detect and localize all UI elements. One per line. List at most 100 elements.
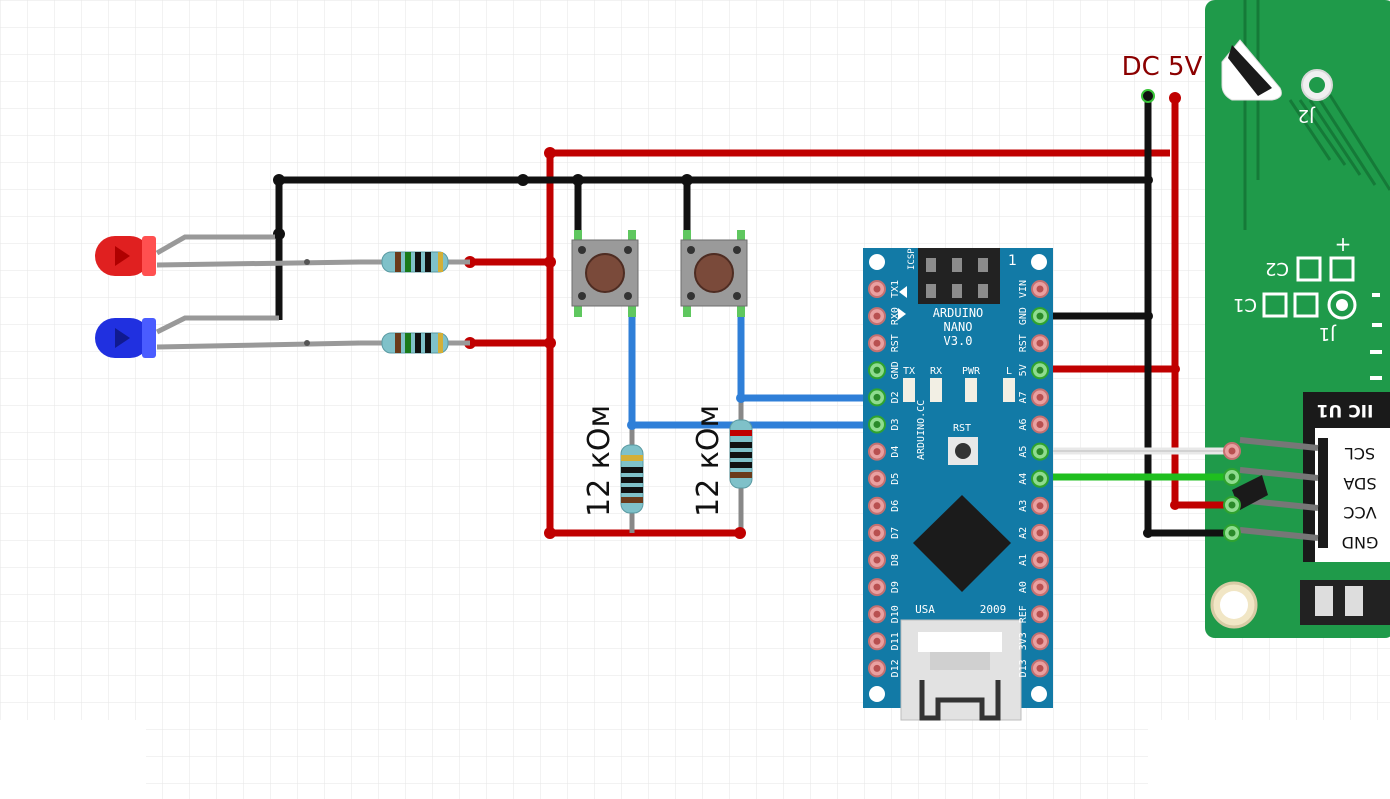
band [730,430,752,436]
junction [681,174,693,186]
band [415,333,421,353]
nano-pin-label-right-a0: A0 [1018,581,1029,593]
pin1-label: 1 [1008,253,1017,269]
resistor-label-1: 12 кОм [582,405,617,517]
mount-hole [1031,686,1047,702]
led-label-l: L [1006,366,1012,377]
pot-pin [1345,586,1363,616]
resistor-red-led [360,251,470,273]
nano-pin-left-d3-hole [873,421,881,428]
nano-pin-label-left-d11: D11 [890,632,901,650]
nano-pin-left-d10-hole [873,610,881,618]
junction [627,420,637,430]
pad [1293,292,1319,318]
nano-pin-label-left-d12: D12 [890,659,901,677]
icsp-pin [952,258,962,272]
lead-joint [304,340,310,346]
jumper-cap [1228,45,1272,96]
lcd-header-pad-sda-hole [1228,473,1236,481]
band [425,333,431,353]
nano-pin-label-right-a5: A5 [1018,446,1029,458]
nano-pin-label-right-vin: VIN [1018,280,1029,298]
nano-pin-label-left-d9: D9 [890,581,901,593]
nano-title-2: NANO [944,320,973,334]
resistor-pulldown-2 [729,419,753,489]
pad-hole-center [1309,77,1325,93]
junction [273,174,285,186]
junction [1143,311,1153,321]
smd-led [1003,378,1015,402]
junction [273,228,285,240]
power-label: DC 5V [1122,52,1203,82]
band [415,252,421,272]
nano-pin-label-right-a2: A2 [1018,527,1029,539]
wires [273,89,1232,539]
nano-pin-label-right-a3: A3 [1018,500,1029,512]
nano-pin-label-left-d3: D3 [890,418,901,430]
button-cap [694,253,734,293]
pad [1262,292,1288,318]
icsp-pin [926,284,936,298]
icsp-pin [926,258,936,272]
led-label-tx: TX [903,366,915,377]
nano-pin-left-d2-hole [873,393,881,401]
junction [544,256,556,268]
silk-c2: C2 [1265,258,1289,279]
button-leg [683,305,691,317]
nano-pin-label-left-rx0: RX0 [890,307,901,325]
nano-pin-headers: TX1RX0RSTGNDD2D3D4D5D6D7D8D9D10D11D12VIN… [868,280,1241,677]
button-leg [574,230,582,242]
year-label: 2009 [980,603,1007,616]
usa-label: USA [915,603,935,616]
resistor-blue-led [360,332,470,354]
smd-led [965,378,977,402]
band [730,442,752,448]
silk-marks [1370,293,1382,380]
band [621,455,643,461]
nano-pin-left-rx0-hole [873,312,881,320]
junction [1170,364,1180,374]
pcb-traces [1288,94,1390,191]
arduino-cc-label: ARDUINO.CC [916,400,927,460]
lead-joint [304,259,310,265]
nano-title-3: V3.0 [944,334,973,348]
nano-pin-label-left-gnd: GND [890,361,901,379]
band [405,252,411,272]
button-screw [687,246,695,254]
nano-pin-label-right-a7: A7 [1018,391,1029,403]
nano-pin-left-d9-hole [873,583,881,591]
nano-pin-right-a7-hole [1036,393,1044,401]
junction-gnd-terminal [1141,89,1155,103]
button-leg [628,230,636,242]
band [621,487,643,493]
band [621,477,643,483]
nano-pin-right-a6-hole [1036,421,1044,428]
led-die [115,328,130,348]
usb-slot-inner [930,652,990,670]
nano-pin-label-right-rst: RST [1018,334,1029,352]
mount-hole [1031,254,1047,270]
grid-gap [0,720,146,799]
lcd-header-pad-gnd-hole [1228,529,1236,537]
push-button-1 [571,230,639,317]
band [438,252,443,272]
led-blue [95,315,361,358]
button-leg [574,305,582,317]
nano-pin-label-right-a1: A1 [1018,554,1029,566]
nano-pin-label-left-d10: D10 [890,605,901,623]
button-screw [624,292,632,300]
pad [1329,256,1355,282]
nano-pin-label-left-d8: D8 [890,554,901,566]
header-bend [1232,475,1268,510]
band [425,252,431,272]
nano-pin-right-a4-hole [1036,475,1044,483]
lcd-pin-sda: SDA [1343,474,1376,493]
band [730,462,752,468]
header-pins [1239,437,1319,541]
nano-pin-left-d4-hole [873,448,881,456]
nano-pin-right-5v-hole [1036,366,1044,374]
pad-round-center [1336,299,1348,311]
nano-pin-right-a1-hole [1036,556,1044,564]
